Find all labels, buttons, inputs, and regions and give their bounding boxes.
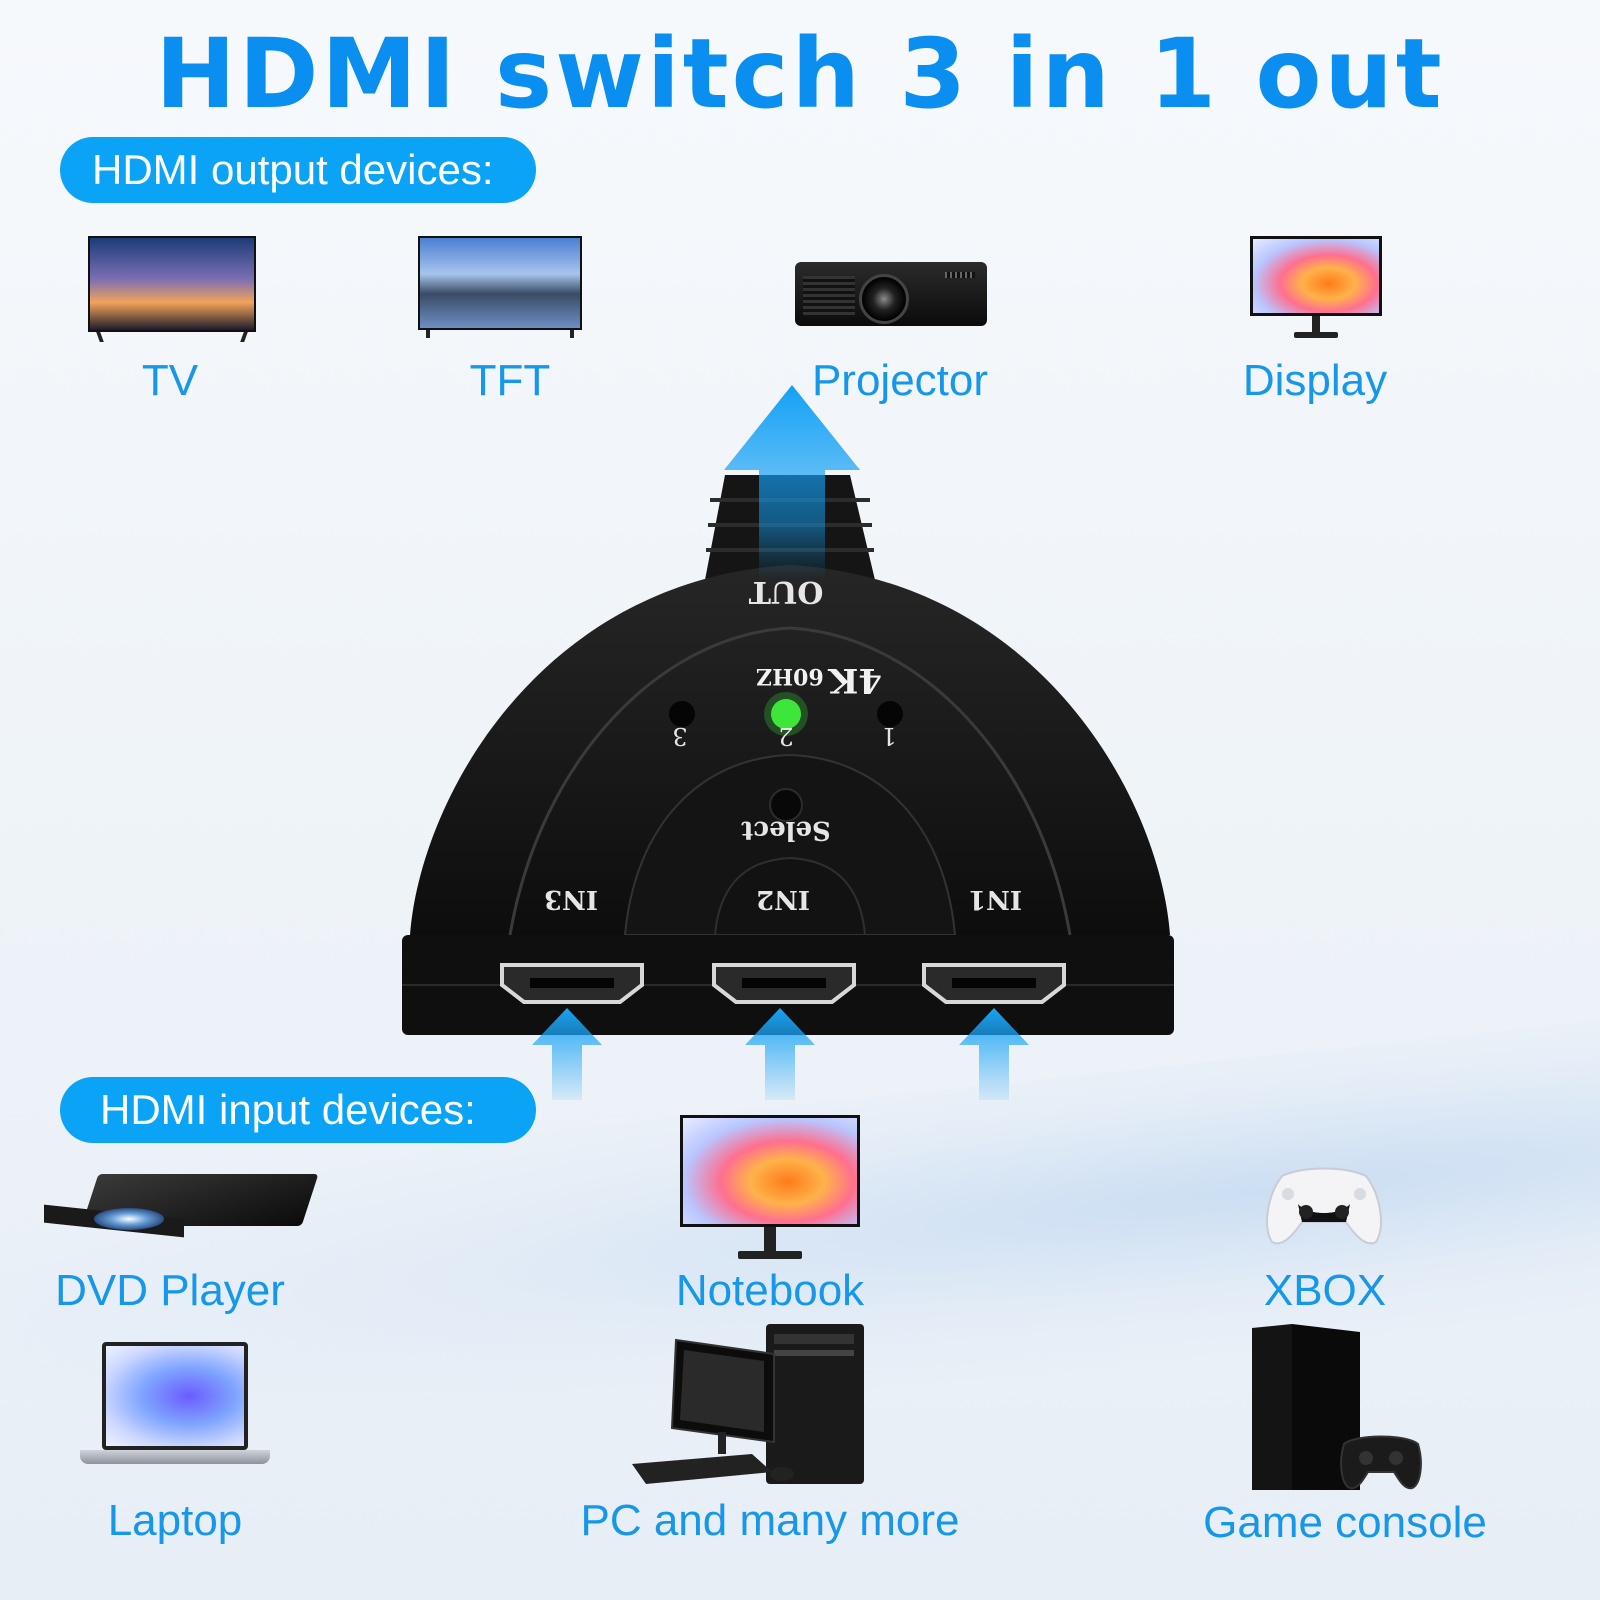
page-title: HDMI switch 3 in 1 out — [155, 18, 1445, 130]
select-label: Select — [741, 815, 831, 845]
dvd-player-icon — [44, 1168, 319, 1248]
led-label-2: 2 — [778, 722, 794, 750]
led-label-1: 1 — [881, 722, 897, 750]
notebook-monitor-icon — [680, 1115, 862, 1261]
tv-icon — [88, 236, 258, 346]
dvd-player-label: DVD Player — [55, 1266, 285, 1315]
led-label-3: 3 — [672, 722, 688, 750]
notebook-label: Notebook — [675, 1266, 865, 1315]
hdmi-port-in1 — [922, 963, 1066, 1004]
projector-icon — [795, 256, 987, 330]
display-label: Display — [1242, 356, 1388, 405]
pc-label: PC and many more — [580, 1496, 960, 1545]
led-indicator-1 — [877, 701, 903, 727]
output-arrow — [724, 385, 860, 580]
resolution-4k: 4K — [828, 660, 882, 700]
tv-label: TV — [141, 356, 199, 405]
port-label-in3: IN3 — [543, 884, 599, 914]
desktop-pc-icon — [632, 1324, 864, 1484]
display-monitor-icon — [1250, 236, 1384, 342]
output-devices-heading: HDMI output devices: — [60, 137, 536, 203]
game-console-icon — [1252, 1324, 1422, 1490]
led-indicator-3 — [669, 701, 695, 727]
tft-label: TFT — [469, 356, 551, 405]
laptop-label: Laptop — [107, 1496, 243, 1545]
game-console-label: Game console — [1203, 1498, 1487, 1547]
input-arrow-in3 — [532, 1008, 602, 1100]
tft-monitor-icon — [418, 236, 584, 340]
hdmi-port-in3 — [500, 963, 644, 1004]
input-devices-heading: HDMI input devices: — [60, 1077, 536, 1143]
hdmi-port-in2 — [712, 963, 856, 1004]
port-label-in1: IN1 — [967, 884, 1023, 914]
game-controller-icon — [1266, 1167, 1382, 1245]
out-port-label: OUT — [748, 574, 824, 609]
led-indicator-2-active — [771, 699, 801, 729]
resolution-label: 4K 60HZ — [692, 660, 882, 700]
select-button[interactable] — [769, 788, 803, 822]
laptop-icon — [80, 1342, 270, 1476]
input-arrow-in2 — [745, 1008, 815, 1100]
input-arrow-in1 — [959, 1008, 1029, 1100]
xbox-label: XBOX — [1263, 1266, 1387, 1315]
refresh-rate: 60HZ — [756, 663, 824, 689]
projector-label: Projector — [811, 356, 989, 405]
port-label-in2: IN2 — [755, 884, 811, 914]
hdmi-switch-illustration — [402, 385, 1174, 1100]
switch-body — [410, 565, 1170, 935]
